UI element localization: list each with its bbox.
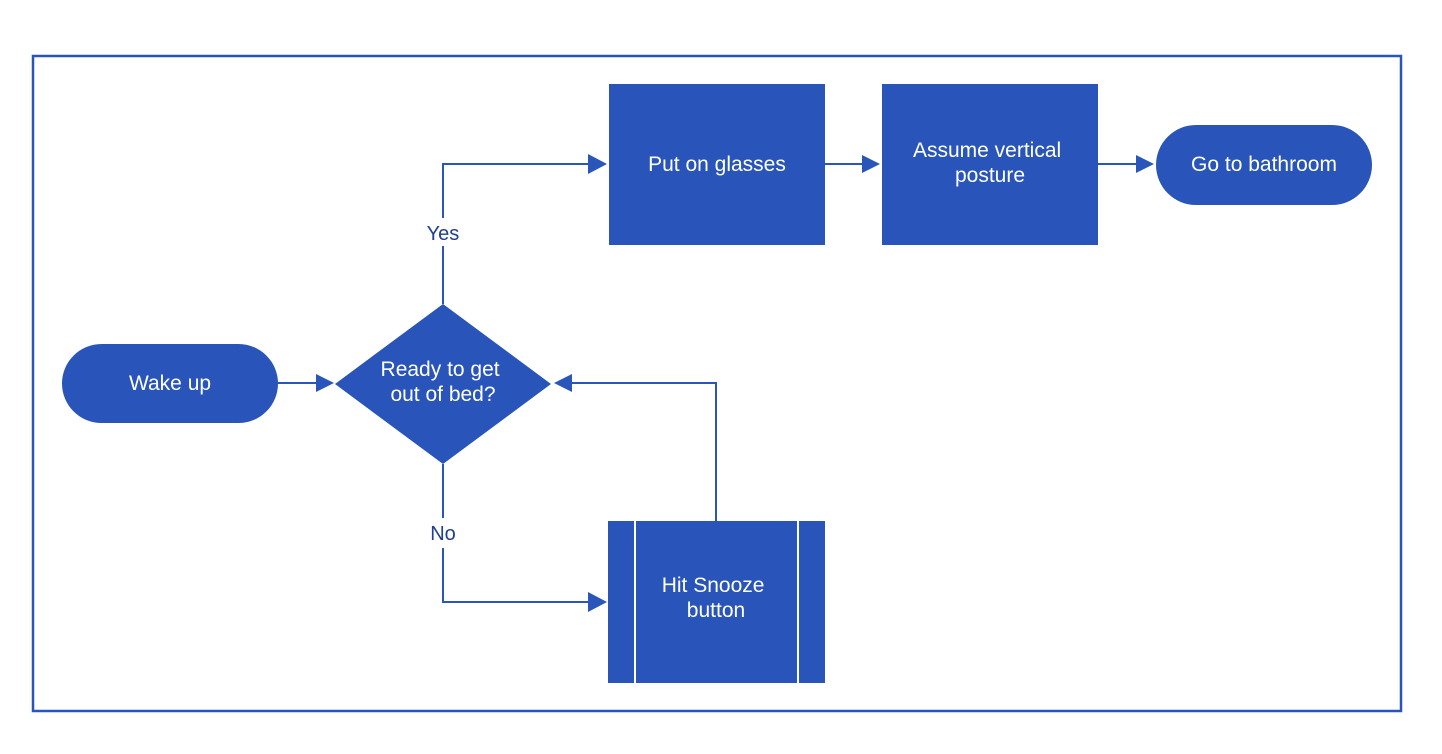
svg-text:Go to bathroom: Go to bathroom: [1191, 153, 1337, 176]
node-decision-ready[interactable]: Ready to get out of bed?: [335, 304, 551, 464]
svg-text:Assume vertical posture: Assume vertical posture: [913, 139, 1067, 187]
node-label: posture: [955, 164, 1025, 187]
diagram-frame: [31, 54, 1403, 713]
arrowhead-icon: [588, 154, 607, 174]
label-bg: [418, 218, 468, 246]
node-assume-vertical-posture[interactable]: Assume vertical posture: [882, 84, 1098, 245]
node-label: Ready to get: [381, 358, 500, 381]
svg-text:Hit Snooze button: Hit Snooze button: [662, 574, 771, 622]
node-label: Wake up: [129, 372, 211, 395]
svg-text:Put on glasses: Put on glasses: [648, 153, 786, 176]
decision-shape: [335, 304, 551, 464]
edge-snooze-to-decision: [570, 382, 717, 521]
node-wake-up[interactable]: Wake up: [62, 344, 278, 423]
process-shape: [882, 84, 1098, 245]
terminator-shape: [62, 344, 278, 423]
predefined-process-shape: [608, 521, 825, 683]
edges: Yes No: [278, 154, 1154, 612]
node-label: Go to bathroom: [1191, 153, 1337, 176]
edge-yes-to-glasses: [442, 163, 592, 304]
terminator-shape: [1156, 125, 1372, 205]
node-label: out of bed?: [390, 383, 495, 406]
edge-label-no: No: [430, 523, 456, 545]
node-put-on-glasses[interactable]: Put on glasses: [609, 84, 825, 245]
arrowhead-icon: [316, 374, 334, 392]
node-hit-snooze-button[interactable]: Hit Snooze button: [608, 521, 825, 683]
svg-text:Wake up: Wake up: [129, 372, 211, 395]
edge-no-to-snooze: [442, 464, 592, 603]
edge-label-yes: Yes: [427, 223, 460, 245]
svg-text:Ready to get out of bed?: Ready to get out of bed?: [381, 358, 506, 406]
process-shape: [609, 84, 825, 245]
arrowhead-icon: [554, 374, 572, 392]
node-label: Put on glasses: [648, 153, 786, 176]
arrowhead-icon: [862, 155, 880, 173]
node-label: Hit Snooze: [662, 574, 765, 597]
arrowhead-icon: [588, 592, 607, 612]
node-label: Assume vertical: [913, 139, 1061, 162]
arrowhead-icon: [1136, 155, 1154, 173]
node-label: button: [687, 599, 745, 622]
node-go-to-bathroom[interactable]: Go to bathroom: [1156, 125, 1372, 205]
label-bg: [420, 518, 466, 548]
